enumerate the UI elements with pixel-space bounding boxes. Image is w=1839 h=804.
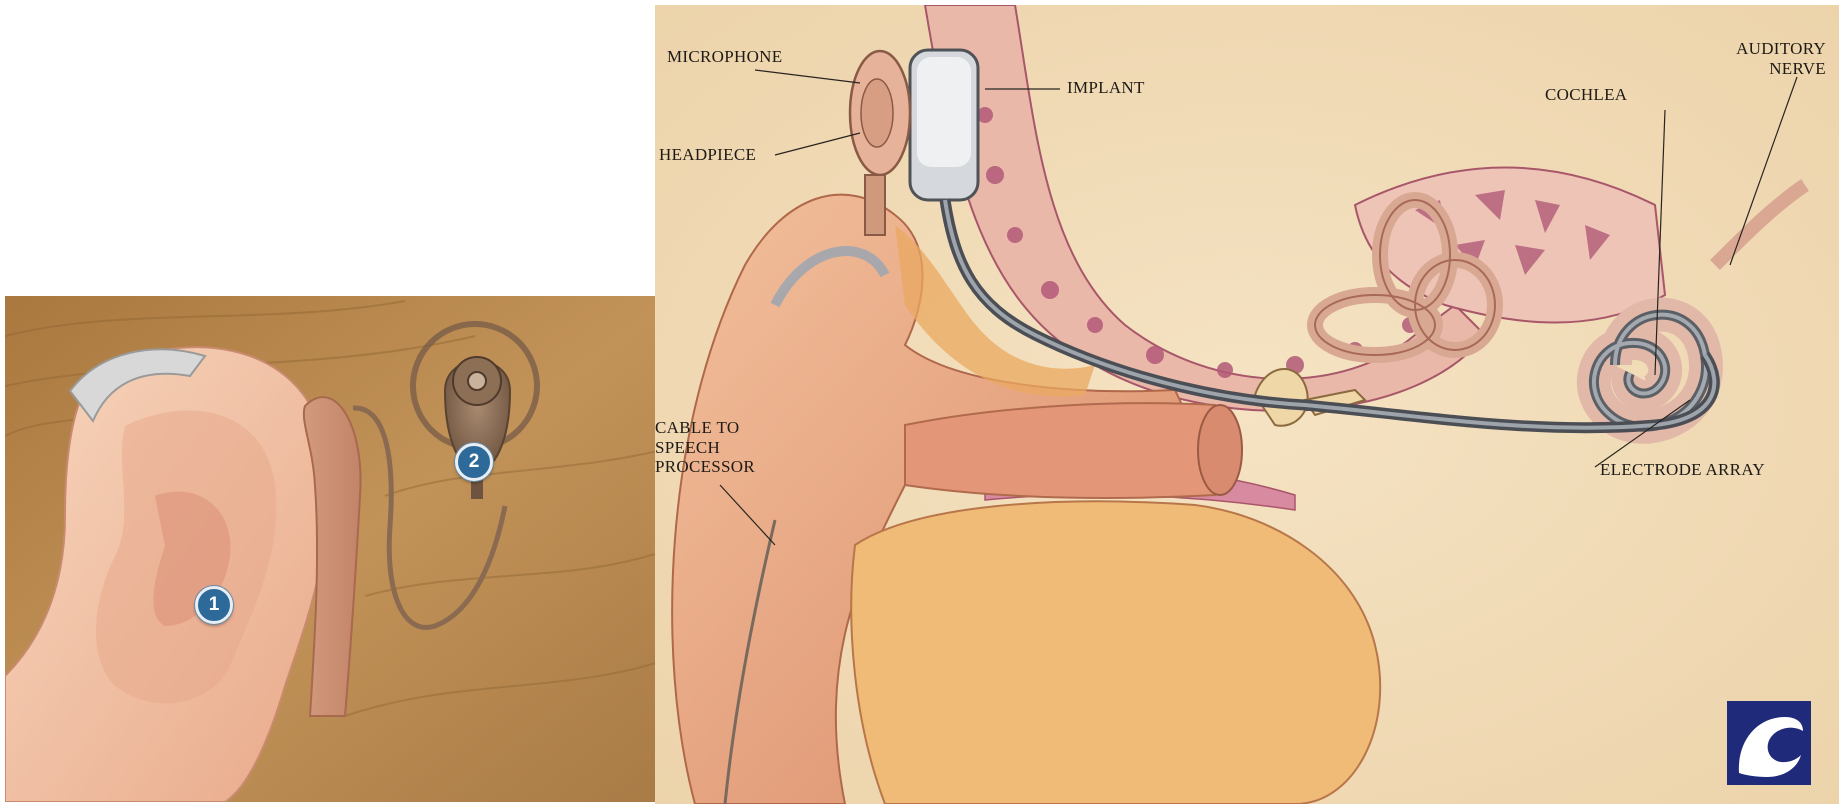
label-auditory-nerve-line1: AUDITORY <box>1700 39 1826 59</box>
ear-implant-drawing <box>5 296 678 802</box>
label-electrode-array: ELECTRODE ARRAY <box>1600 460 1765 480</box>
left-illustration-ear-with-implant: 1 2 <box>5 296 678 802</box>
label-auditory-nerve-line2: NERVE <box>1700 59 1826 79</box>
label-microphone: MICROPHONE <box>667 47 782 67</box>
label-cable-line2: SPEECH <box>655 438 755 458</box>
label-cochlea: COCHLEA <box>1545 85 1627 105</box>
label-cable-line3: PROCESSOR <box>655 457 755 477</box>
label-implant: IMPLANT <box>1067 78 1145 98</box>
callout-badge-2[interactable]: 2 <box>455 443 493 481</box>
right-illustration-ear-cross-section: MICROPHONE IMPLANT HEADPIECE AUDITORY NE… <box>655 5 1839 804</box>
cochlear-cross-section-drawing <box>655 5 1839 804</box>
wave-logo-icon <box>1727 701 1811 785</box>
callout-badge-1[interactable]: 1 <box>195 586 233 624</box>
label-cable-line1: CABLE TO <box>655 418 755 438</box>
label-cable-to-speech-processor: CABLE TO SPEECH PROCESSOR <box>655 418 755 477</box>
label-headpiece: HEADPIECE <box>659 145 756 165</box>
label-auditory-nerve: AUDITORY NERVE <box>1700 39 1826 78</box>
